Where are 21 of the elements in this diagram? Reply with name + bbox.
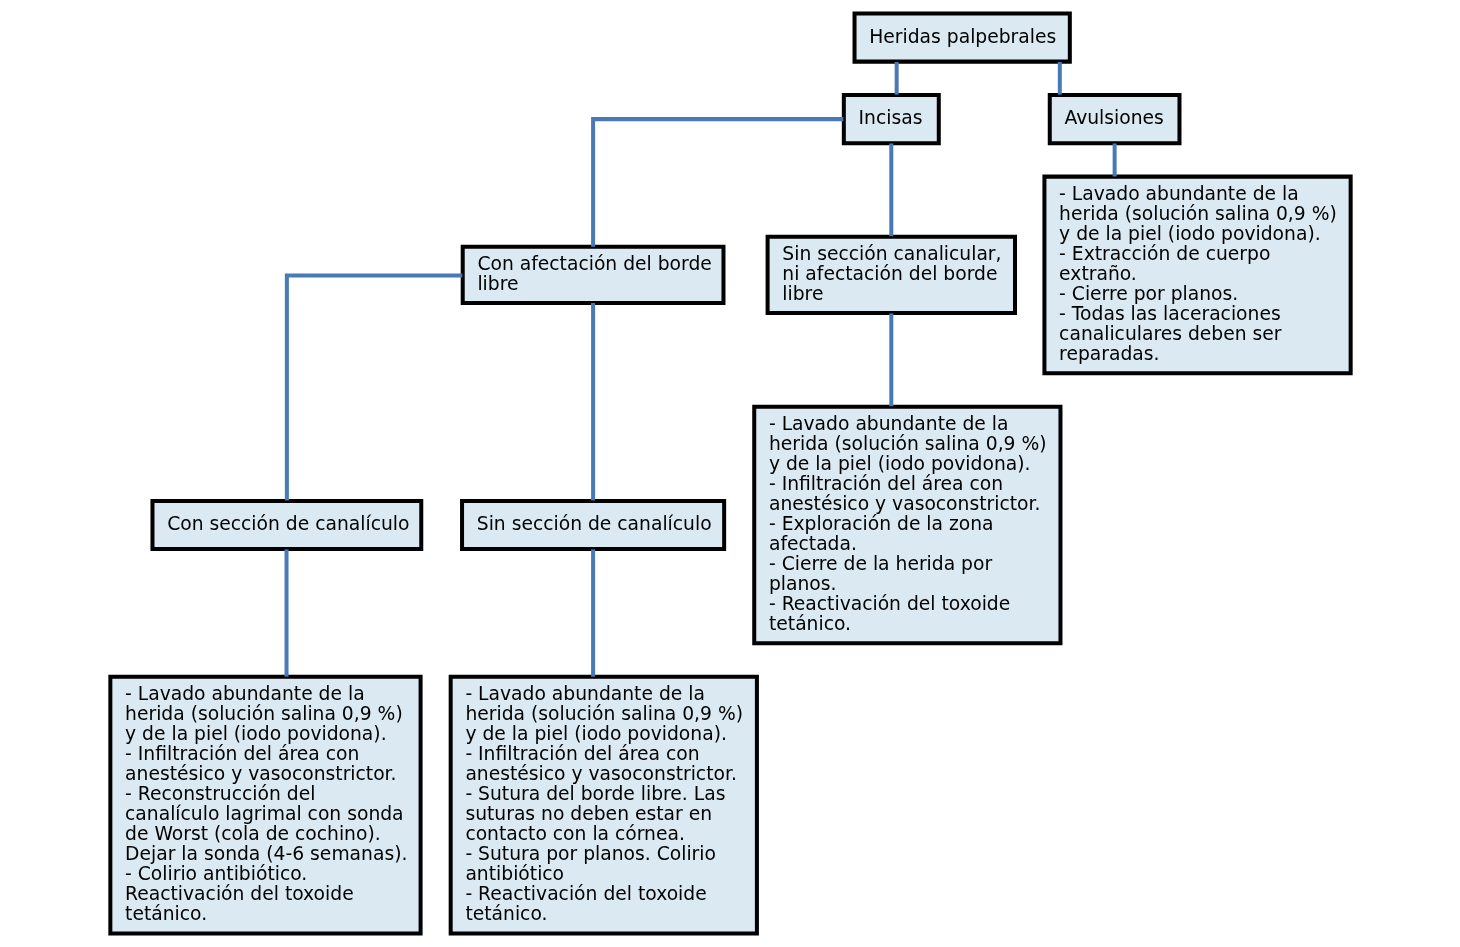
connector — [1057, 62, 1062, 95]
node-box: - Lavado abundante de la herida (solución salina 0,9 %) y de la piel (iodo povidona). - Infiltración del área con anestésico y vasoconstrictor. - Exploración de la zona afectada. - Cierre de la herida por planos. - Reactivación del toxoide tetánico. — [751, 404, 1062, 646]
connector — [284, 273, 462, 501]
connector — [1112, 143, 1117, 177]
connector — [590, 117, 843, 247]
connector — [590, 549, 595, 677]
node-box: Con sección de canalículo — [149, 498, 423, 552]
node-box: Avulsiones — [1047, 93, 1181, 146]
connector — [590, 303, 595, 501]
connector — [284, 549, 289, 677]
node-box: Heridas palpebrales — [852, 11, 1072, 64]
node-box: Sin sección canalicular, ni afectación del borde libre — [765, 234, 1017, 316]
connector — [894, 62, 899, 95]
node-box: Incisas — [841, 93, 941, 146]
node-box: Con afectación del borde libre — [460, 244, 725, 305]
node-box: - Lavado abundante de la herida (solución salina 0,9 %) y de la piel (iodo povidona). - Infiltración del área con anestésico y vasoconstrictor. - Reconstrucción del canalículo lagrimal con sonda de Worst (cola de cochino). Dejar la sonda (4-6 semanas). - Colirio antibiótico. Reactivación del toxoide tetánico. — [107, 674, 423, 936]
node-box: Sin sección de canalículo — [459, 498, 726, 552]
node-box: - Lavado abundante de la herida (solución salina 0,9 %) y de la piel (iodo povidona). - Extracción de cuerpo extraño. - Cierre por planos. - Todas las laceraciones canaliculares deben ser reparadas. — [1041, 174, 1353, 376]
node-box: - Lavado abundante de la herida (solución salina 0,9 %) y de la piel (iodo povidona). - Infiltración del área con anestésico y vasoconstrictor. - Sutura del borde libre. Las suturas no deben estar en contacto con la córnea. - Sutura por planos. Colirio antibiótico - Reactivación del toxoide tetánico. — [448, 674, 759, 936]
connector — [888, 143, 893, 237]
connector — [888, 313, 893, 407]
